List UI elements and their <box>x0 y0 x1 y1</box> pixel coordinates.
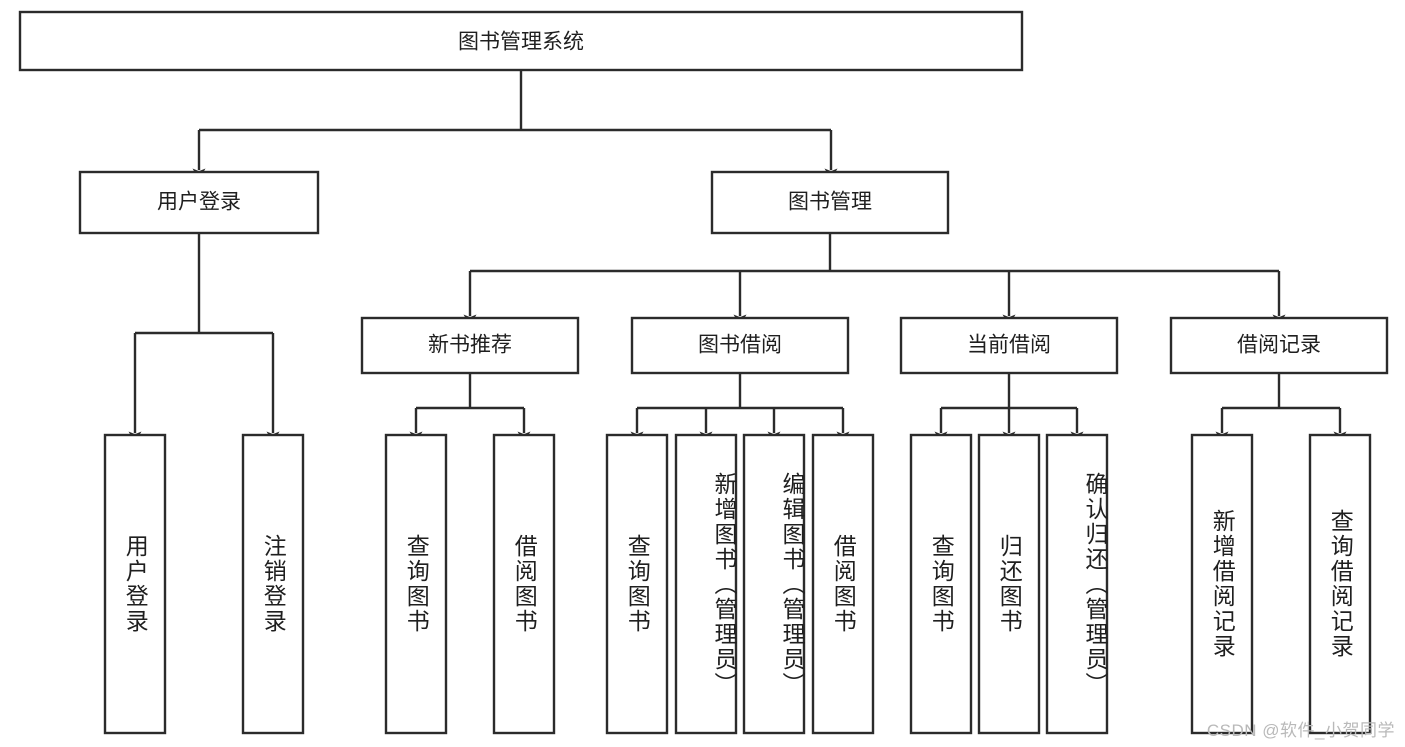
leaf-box-borrow-book-bb[interactable] <box>811 433 875 735</box>
leaf-box-query-book-nb[interactable] <box>384 433 448 735</box>
node-user-login-label: 用户登录 <box>157 191 241 214</box>
leaf-box-add-book-admin[interactable] <box>674 433 738 735</box>
node-user-login[interactable]: 用户登录 <box>78 170 320 235</box>
leaf-box-add-borrow-record[interactable] <box>1190 433 1254 735</box>
node-borrow-record-label: 借阅记录 <box>1237 334 1321 357</box>
node-root-label: 图书管理系统 <box>458 31 584 54</box>
node-new-book-recommend[interactable]: 新书推荐 <box>360 316 580 375</box>
node-borrow-record[interactable]: 借阅记录 <box>1169 316 1389 375</box>
leaf-box-query-book-cb[interactable] <box>909 433 973 735</box>
node-borrow-record-box <box>1169 316 1389 375</box>
csdn-watermark: CSDN @软件_小贺同学 <box>1206 721 1395 740</box>
node-root-box <box>18 10 1024 72</box>
node-book-management[interactable]: 图书管理 <box>710 170 950 235</box>
node-book-management-box <box>710 170 950 235</box>
node-book-borrow-box <box>630 316 850 375</box>
node-current-borrow-box <box>899 316 1119 375</box>
node-book-borrow[interactable]: 图书借阅 <box>630 316 850 375</box>
leaf-box-query-borrow-record[interactable] <box>1308 433 1372 735</box>
leaf-box-query-book-bb[interactable] <box>605 433 669 735</box>
node-book-borrow-label: 图书借阅 <box>698 334 782 357</box>
node-current-borrow[interactable]: 当前借阅 <box>899 316 1119 375</box>
leaf-box-borrow-book-nb[interactable] <box>492 433 556 735</box>
leaf-box-confirm-return-admin[interactable] <box>1045 433 1109 735</box>
node-book-management-label: 图书管理 <box>788 191 872 214</box>
leaf-box-user-login[interactable] <box>103 433 167 735</box>
node-current-borrow-label: 当前借阅 <box>967 334 1051 357</box>
node-new-book-recommend-box <box>360 316 580 375</box>
node-root[interactable]: 图书管理系统 <box>18 10 1024 72</box>
leaf-box-logout-login[interactable] <box>241 433 305 735</box>
leaf-box-return-book[interactable] <box>977 433 1041 735</box>
node-new-book-recommend-label: 新书推荐 <box>428 334 512 357</box>
leaf-box-edit-book-admin[interactable] <box>742 433 806 735</box>
